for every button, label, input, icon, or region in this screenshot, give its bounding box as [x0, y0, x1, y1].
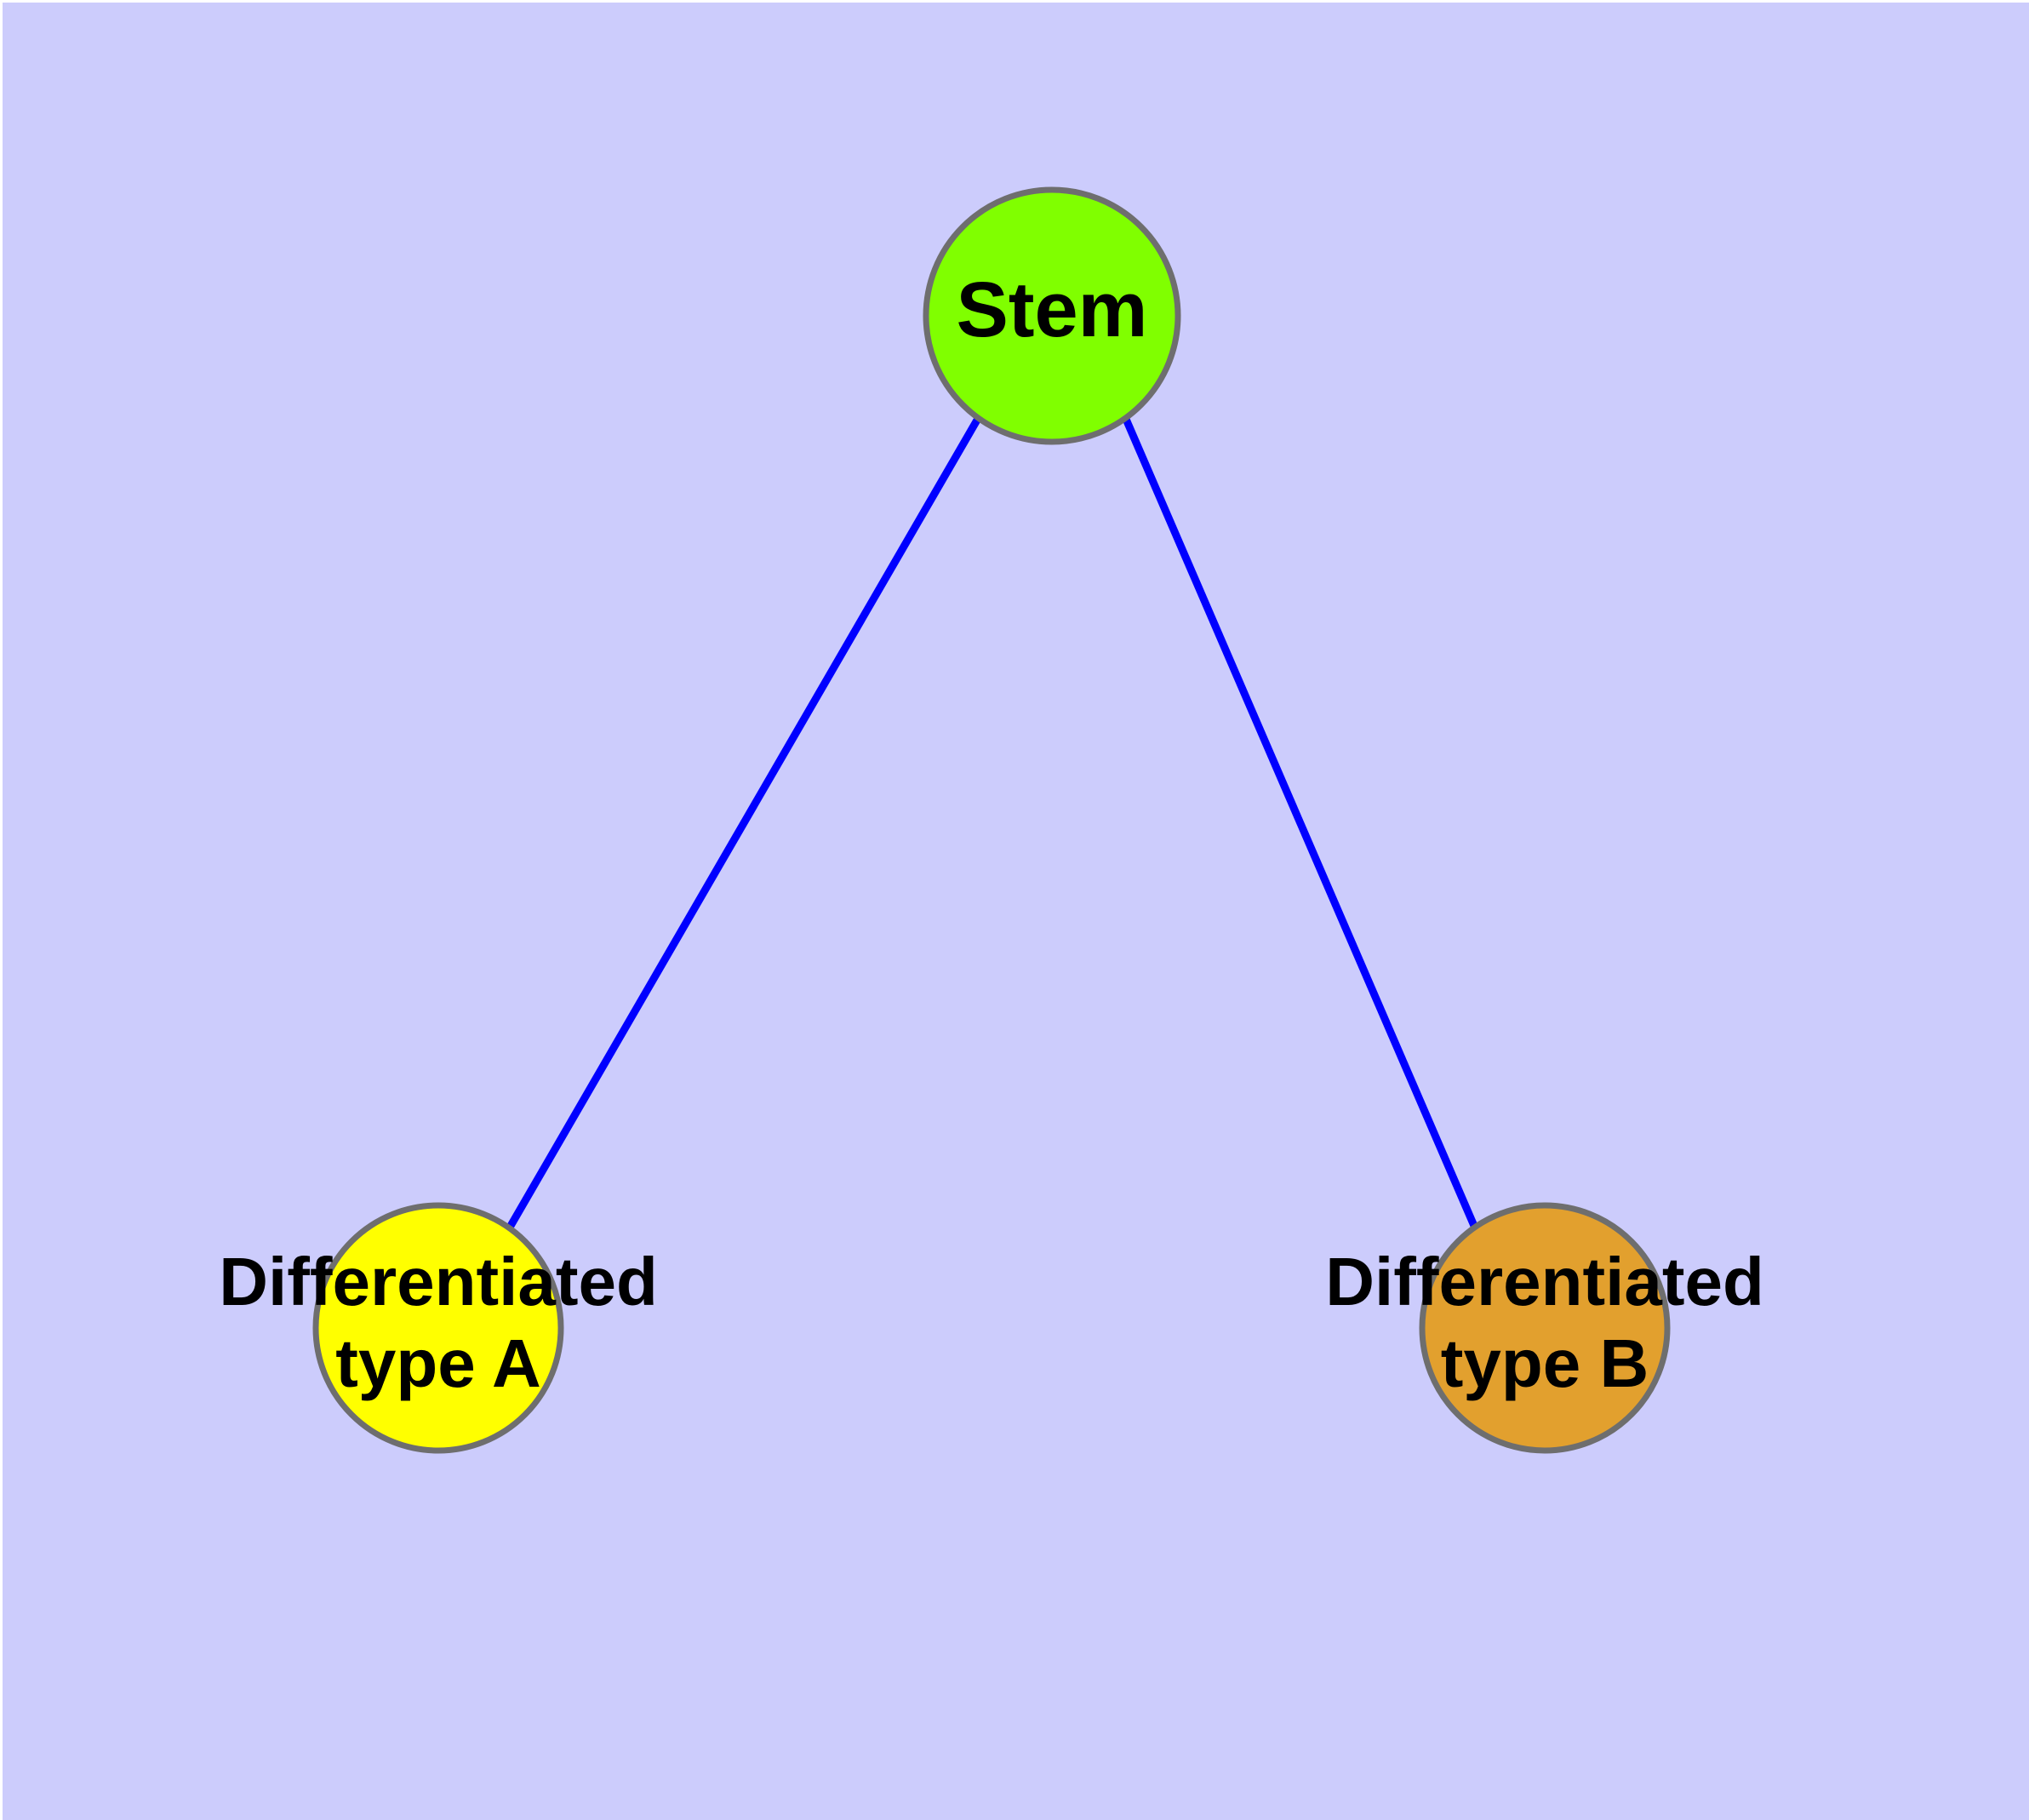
- edges-layer: [507, 415, 1478, 1228]
- node-circle-diff-a[interactable]: [312, 1202, 564, 1454]
- node-label-line: type A: [335, 1325, 541, 1401]
- node-label-line: Differentiated: [1325, 1244, 1764, 1319]
- node-label-line: Stem: [957, 266, 1148, 353]
- node-label-stem: Stem: [957, 266, 1148, 353]
- node-circle-diff-b[interactable]: [1419, 1202, 1671, 1454]
- node-circle-stem[interactable]: [923, 186, 1181, 445]
- edge-stem-to-diff-b: [1121, 415, 1478, 1228]
- edge-stem-to-diff-a: [507, 415, 982, 1228]
- node-label-line: Differentiated: [219, 1244, 658, 1319]
- node-label-line: type B: [1441, 1325, 1649, 1401]
- node-stem[interactable]: Stem: [923, 186, 1181, 445]
